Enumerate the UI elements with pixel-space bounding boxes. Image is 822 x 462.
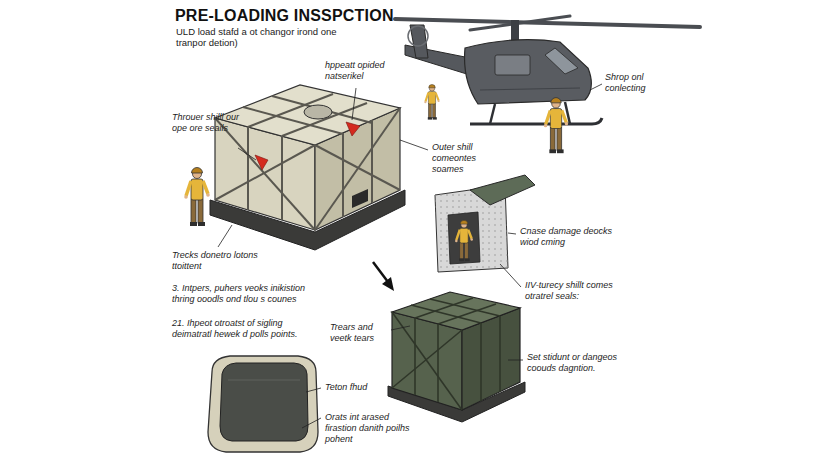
callout-label: hppeatt opided natserikel — [325, 60, 397, 82]
helicopter — [490, 104, 495, 124]
subtitle: ULD load stafd a ot changor irond one tr… — [176, 26, 366, 48]
green-container — [388, 292, 525, 422]
worker-figure — [424, 85, 439, 120]
callout-label: Teton fhud — [325, 382, 405, 393]
uld-container — [215, 94, 400, 230]
helicopter — [470, 118, 602, 124]
helicopter — [408, 26, 428, 46]
callout-label: IIV-turecy shillt comes otratrel seals: — [525, 280, 630, 302]
callout-label: Cnase damage deocks wiod cming — [520, 226, 625, 248]
helicopter — [545, 48, 578, 74]
title: PRE-LOADING INSSPCTION — [175, 7, 394, 25]
uld-container — [247, 127, 249, 210]
leader-line — [306, 388, 321, 392]
green-container — [430, 299, 500, 316]
leader-line — [508, 233, 516, 234]
worker-figure — [544, 98, 568, 154]
leader-line — [508, 360, 523, 361]
uld-container — [346, 122, 360, 136]
callout-label: Trears and veetk tears — [330, 322, 388, 344]
open-container — [228, 380, 300, 381]
uld-container — [371, 120, 373, 203]
flow-arrow — [382, 277, 394, 291]
uld-container — [304, 105, 332, 119]
green-container — [414, 318, 416, 395]
uld-container — [215, 118, 315, 230]
green-container — [480, 323, 482, 401]
damage-panel — [455, 220, 473, 261]
open-container — [208, 356, 318, 452]
leader-line — [352, 88, 356, 120]
leader-line — [218, 225, 232, 247]
callout-label: Orats int arased firastion danith poilhs… — [325, 412, 415, 445]
helicopter — [495, 55, 530, 75]
leader-line — [302, 418, 321, 428]
callout-label: Outer shill comeontes soames — [432, 142, 510, 175]
uld-container — [342, 133, 344, 217]
helicopter — [480, 88, 580, 90]
uld-container — [352, 189, 368, 208]
callout-label: Trecks donetro lotons ttoittent — [172, 250, 272, 272]
uld-container — [272, 96, 372, 123]
callout-label: Set stidunt or dangeos coouds dagntion. — [527, 352, 622, 374]
leader-line — [400, 140, 428, 150]
helicopter — [395, 16, 700, 124]
green-container — [392, 312, 462, 410]
uld-container — [282, 103, 367, 136]
damage-panel — [448, 212, 480, 264]
leader-line — [590, 84, 602, 90]
uld-container — [210, 85, 405, 250]
callout-label: Shrop onl conlecting — [605, 72, 680, 94]
open-container — [208, 356, 318, 452]
damage-panel — [470, 175, 535, 205]
leader-line — [218, 84, 602, 428]
callout-label: 3. Intpers, puhers veoks inikistion thri… — [172, 283, 317, 305]
callout-label: Throuer shilll our ope ore seails — [172, 112, 252, 134]
leader-line — [500, 264, 521, 287]
damage-panel — [435, 175, 535, 272]
helicopter — [511, 20, 519, 42]
helicopter — [470, 16, 570, 30]
helicopter — [465, 40, 592, 104]
uld-container — [215, 145, 315, 200]
open-container — [220, 363, 308, 441]
green-container — [411, 305, 481, 323]
worker-figure — [184, 168, 210, 227]
callout-label: 21. Ihpeot otroatst of sigling deimatrat… — [172, 318, 322, 340]
green-container — [392, 298, 500, 410]
green-container — [499, 316, 501, 392]
leader-line — [391, 326, 410, 330]
leader-line — [238, 148, 256, 160]
uld-container — [315, 108, 400, 230]
uld-container — [281, 136, 283, 220]
flow-arrow — [373, 262, 388, 282]
flow-arrow — [373, 262, 394, 291]
green-container — [392, 330, 462, 388]
green-container — [437, 324, 439, 402]
uld-container — [255, 155, 268, 170]
